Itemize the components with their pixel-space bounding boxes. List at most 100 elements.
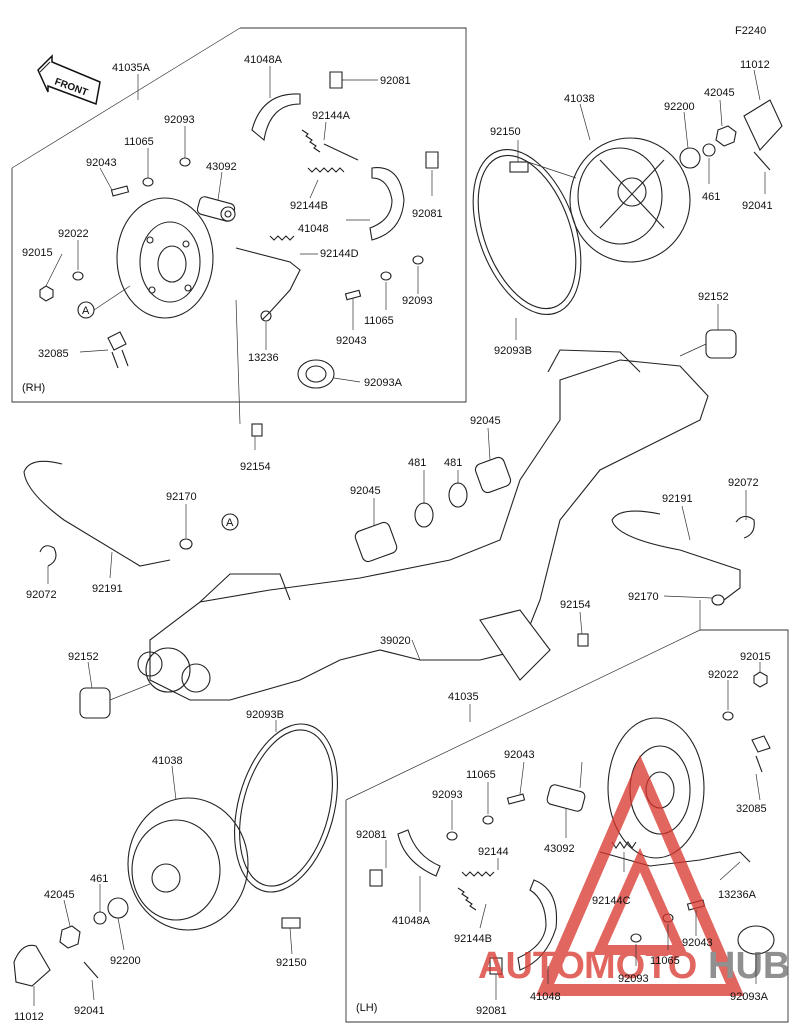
washer-92022-lh (722, 711, 734, 721)
spring-92144c (611, 841, 637, 849)
part-label-92200: 92200 (664, 101, 695, 113)
part-label-92093: 92093 (164, 114, 195, 126)
part-label-92093b: 92093B (246, 709, 284, 721)
bolt-92150-lh (281, 917, 301, 929)
part-label-92170: 92170 (628, 591, 659, 603)
spring-92144d (269, 235, 295, 241)
part-label-92144: 92144 (478, 846, 509, 858)
part-label-92093b: 92093B (494, 345, 532, 357)
part-label-92015: 92015 (22, 247, 53, 259)
bushing-92152-lower (79, 687, 111, 719)
clip-32085-rh (107, 331, 129, 369)
part-label-92081: 92081 (476, 1005, 507, 1017)
part-label-13236a: 13236A (718, 889, 757, 901)
rh-group-box (11, 27, 467, 403)
bolt-92154-upper (251, 423, 263, 437)
part-label-92041: 92041 (74, 1005, 105, 1017)
part-label-92144c: 92144C (592, 895, 631, 907)
part-label-92144b: 92144B (454, 933, 492, 945)
nut-42045-lh (59, 925, 81, 949)
part-label-92150: 92150 (276, 957, 307, 969)
part-label-92170: 92170 (166, 491, 197, 503)
wheel-cylinder-lh (546, 784, 586, 812)
part-label-41048a: 41048A (244, 54, 283, 66)
part-label-92072: 92072 (728, 477, 759, 489)
bolt-92154-lower (577, 633, 589, 647)
brake-drum-41038-rh (569, 137, 691, 263)
cotter-pin-92041-rh (753, 151, 771, 171)
clip-92081-lh-upper (369, 869, 383, 887)
circlip-481-lower (414, 502, 434, 528)
front-arrow-icon: FRONT (37, 54, 101, 106)
ref-mark-a2: A (226, 517, 234, 529)
part-label-41048: 41048 (530, 991, 561, 1003)
washer-461-rh (702, 143, 716, 157)
part-label-92152: 92152 (68, 651, 99, 663)
bushing-92152-upper (705, 329, 737, 359)
nut-92093-rh (179, 157, 191, 167)
nut-92015-lh (753, 671, 768, 688)
part-label-92022: 92022 (708, 669, 739, 681)
seal-92093a-rh (297, 359, 335, 389)
watermark-auto: AUTO (478, 945, 585, 987)
part-label-92144a: 92144A (312, 110, 351, 122)
part-label-92045: 92045 (470, 415, 501, 427)
nut-92093-lh-upper (446, 831, 458, 841)
washer-92200-lh (107, 897, 129, 919)
brake-shoe-41048-rh (369, 167, 405, 241)
cap-11012-rh (743, 99, 783, 151)
part-label-92144d: 92144D (320, 248, 359, 260)
nut-42045-rh (715, 125, 737, 147)
o-ring-92093b-lh (234, 723, 338, 893)
part-label-92043: 92043 (682, 937, 713, 949)
part-label-42045: 42045 (704, 87, 735, 99)
part-label-461: 461 (90, 873, 108, 885)
part-label-39020: 39020 (380, 635, 411, 647)
washer-461-lh (93, 911, 107, 925)
part-label-92200: 92200 (110, 955, 141, 967)
clip-32085-lh (751, 735, 771, 773)
bearing-92045-upper (474, 456, 512, 494)
washer-92200-rh (679, 147, 701, 169)
part-label-92043: 92043 (336, 335, 367, 347)
part-label-11065: 11065 (124, 136, 154, 148)
clip-92081a (329, 71, 343, 89)
ref-mark-a: A (82, 305, 90, 317)
brake-shoe-41048a-lh (397, 829, 441, 877)
lever-13236 (235, 247, 301, 321)
washer-92022-rh (72, 271, 84, 281)
part-label-32085: 32085 (38, 348, 69, 360)
brake-hose-92191-left (23, 460, 171, 567)
part-label-92043: 92043 (86, 157, 117, 169)
backing-plate-rh (116, 197, 214, 319)
nut-92015-rh (39, 285, 54, 302)
part-label-92154: 92154 (560, 599, 591, 611)
part-label-92150: 92150 (490, 126, 521, 138)
spring-92144b-rh (307, 167, 345, 173)
part-label-43092: 43092 (544, 843, 575, 855)
part-label-92081: 92081 (380, 75, 411, 87)
washer-11065-rh-lower (380, 271, 392, 281)
part-label-92093a: 92093A (364, 377, 403, 389)
part-label-92093: 92093 (618, 973, 649, 985)
leader-lines (33, 66, 766, 1006)
o-ring-92093b-rh (472, 148, 582, 316)
bolt-92043-lh-upper (506, 793, 526, 805)
clip-92081b (425, 151, 439, 169)
part-label-41035a: 41035A (112, 62, 151, 74)
clamp-92170-left (179, 538, 193, 550)
spring-92144a (301, 129, 321, 153)
clip-92072-right (735, 515, 755, 539)
bearing-92045-lower (354, 521, 398, 563)
part-label-92041: 92041 (742, 200, 773, 212)
part-label-92081: 92081 (412, 208, 443, 220)
bolt-92043-rh (110, 185, 130, 197)
part-labels: 41035A 41048A 92081 92144A 92093 11065 9… (14, 54, 773, 1023)
part-label-11012: 11012 (740, 59, 770, 71)
part-label-41048: 41048 (298, 223, 329, 235)
lh-label: (LH) (356, 1002, 377, 1014)
part-label-43092: 43092 (206, 161, 237, 173)
lh-group-box (345, 629, 789, 1023)
washer-11065-lh-upper (482, 815, 494, 825)
